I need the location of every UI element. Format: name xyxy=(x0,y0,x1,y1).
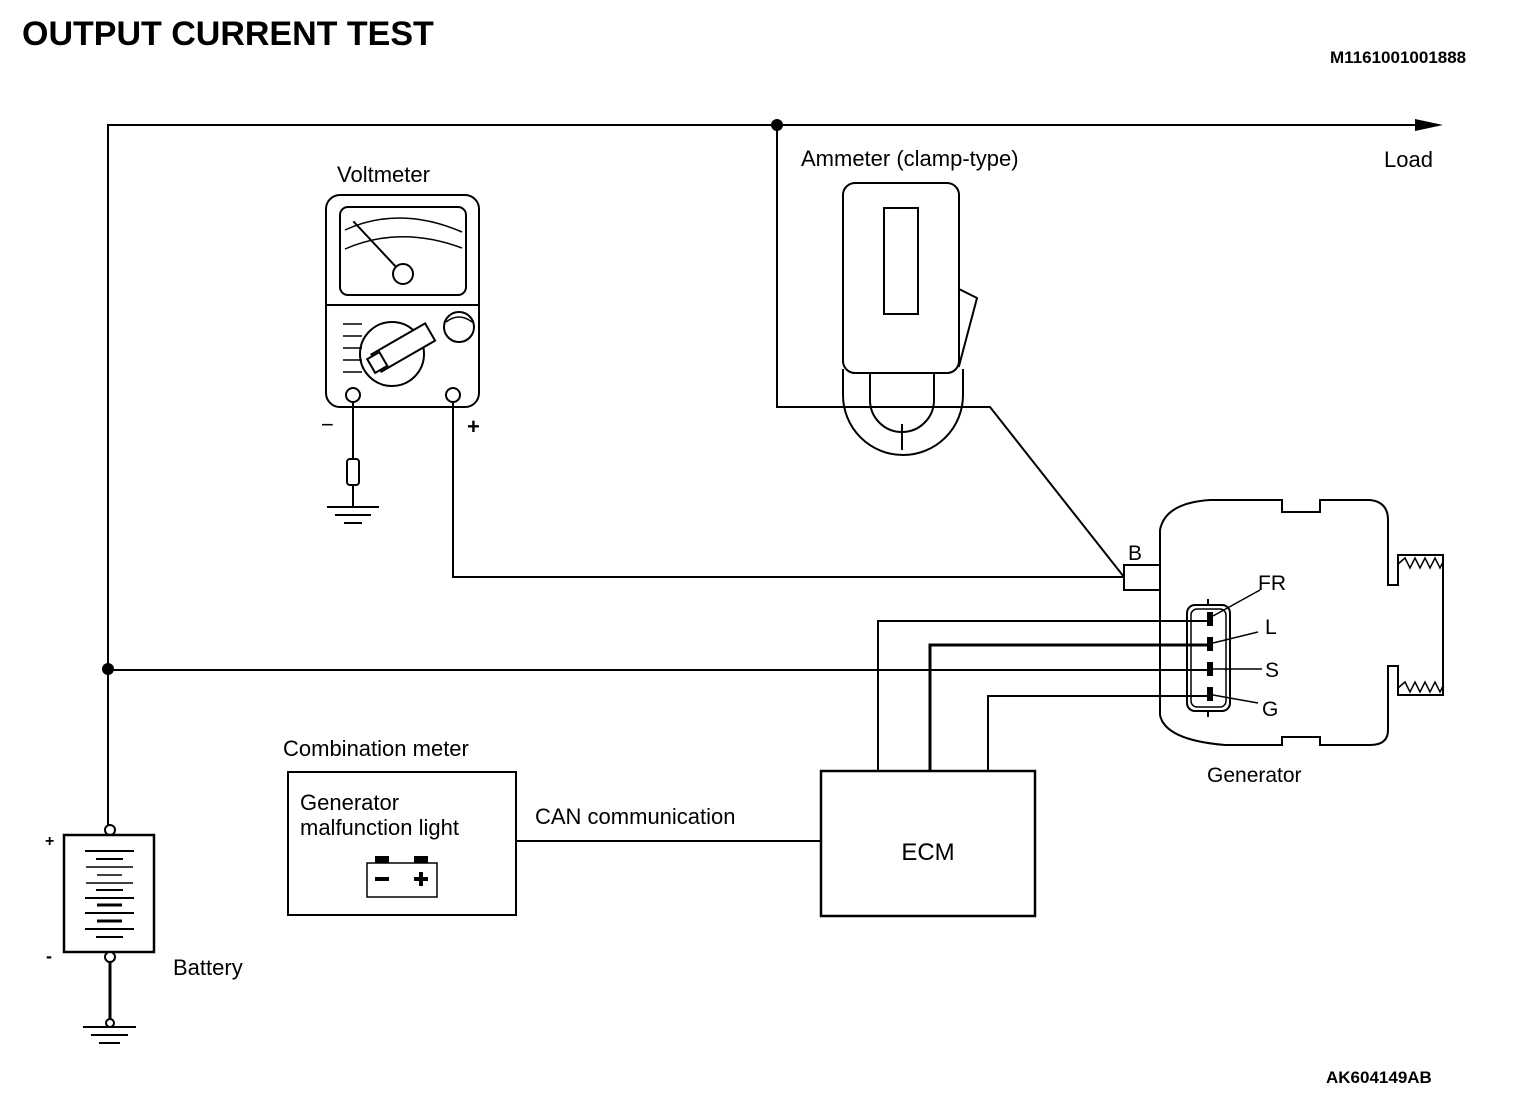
pin-fr-label: FR xyxy=(1258,572,1286,595)
combination-meter-label: Combination meter xyxy=(283,736,469,761)
ground-icon xyxy=(83,1026,136,1044)
doc-code: M1161001001888 xyxy=(1330,48,1466,67)
voltmeter-negative-terminal xyxy=(345,387,361,403)
malfunction-light-line2: malfunction light xyxy=(300,815,459,840)
battery-negative-label: - xyxy=(46,946,52,966)
battery-positive-label: + xyxy=(45,833,54,850)
pin-s-label: S xyxy=(1265,659,1279,682)
ecm-label: ECM xyxy=(901,839,954,866)
b-terminal-label: B xyxy=(1128,542,1142,565)
voltmeter-label: Voltmeter xyxy=(337,162,430,187)
voltmeter-ground-lead xyxy=(327,401,379,524)
battery-warning-icon xyxy=(366,856,438,898)
battery-label: Battery xyxy=(173,955,243,980)
generator-icon xyxy=(1123,499,1444,746)
probe-icon xyxy=(346,458,360,486)
ammeter-clamp-icon xyxy=(842,182,979,456)
generator-label: Generator xyxy=(1207,764,1302,787)
voltmeter-positive-lead xyxy=(452,401,1125,578)
can-label: CAN communication xyxy=(535,804,736,829)
ammeter-label: Ammeter (clamp-type) xyxy=(801,146,1019,171)
pin-g-label: G xyxy=(1262,698,1278,721)
l-wire xyxy=(928,643,1207,770)
voltmeter-positive-label: + xyxy=(467,414,480,439)
load-label: Load xyxy=(1384,147,1433,172)
b-terminal xyxy=(1123,564,1161,591)
b-terminal-wire xyxy=(962,406,1126,579)
ammeter-wire xyxy=(776,124,844,408)
ground-icon xyxy=(327,506,379,524)
figure-code: AK604149AB xyxy=(1326,1068,1432,1087)
voltmeter-negative-label: − xyxy=(321,412,334,437)
g-wire xyxy=(987,695,1208,773)
page-title: OUTPUT CURRENT TEST xyxy=(22,15,434,53)
malfunction-light-line1: Generator xyxy=(300,790,399,815)
ecm-box xyxy=(819,769,1037,918)
voltmeter-positive-terminal xyxy=(445,387,461,403)
main-wire xyxy=(102,119,1443,831)
fr-wire xyxy=(877,620,1208,773)
load-arrow-icon xyxy=(1415,119,1443,131)
pin-l-label: L xyxy=(1265,616,1277,639)
battery-icon xyxy=(62,824,156,1044)
voltmeter-icon xyxy=(325,194,480,408)
